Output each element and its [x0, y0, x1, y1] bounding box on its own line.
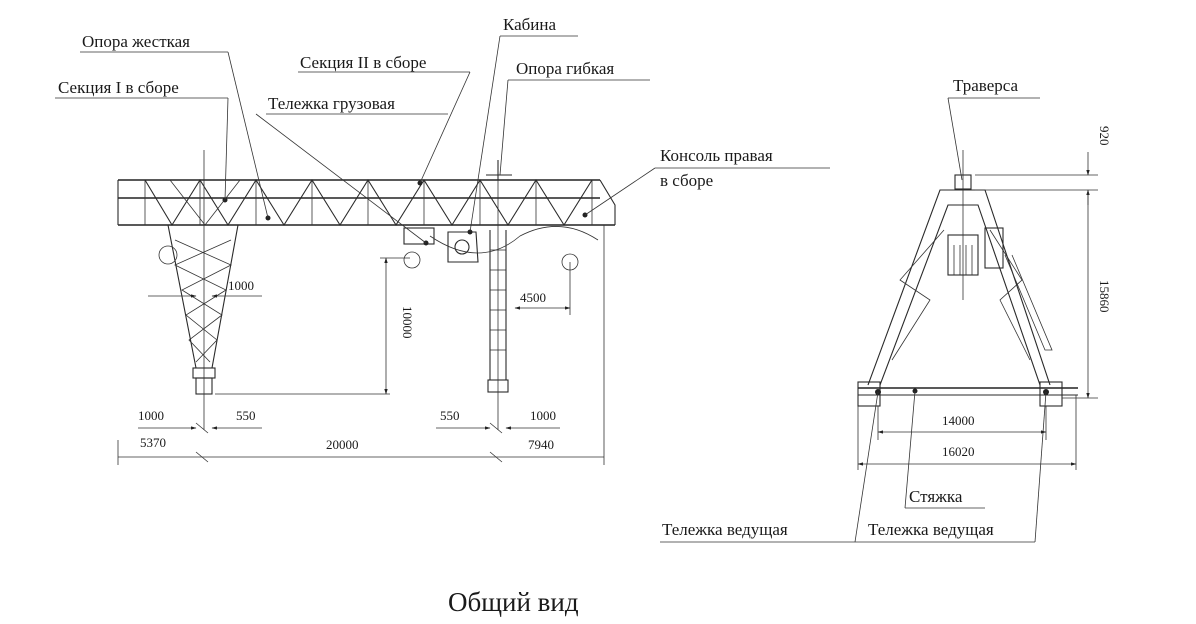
dim-1000-mid: 1000	[228, 278, 254, 293]
dim-4500: 4500	[520, 290, 546, 305]
dim-920: 920	[1097, 126, 1112, 146]
label-sekciya-2: Секция II в сборе	[300, 53, 426, 72]
side-dimensions	[857, 152, 1098, 470]
label-sekciya-1: Секция I в сборе	[58, 78, 179, 97]
label-telezhka-vedushchaya-left: Тележка ведущая	[662, 520, 788, 539]
label-telezhka-gruzovaya: Тележка грузовая	[268, 94, 395, 113]
dim-16020: 16020	[942, 444, 975, 459]
rigid-leg	[158, 150, 579, 430]
label-konsol-line1: Консоль правая	[660, 146, 773, 165]
dim-14000: 14000	[942, 413, 975, 428]
label-opora-zhestkaya: Опора жесткая	[82, 32, 190, 51]
dim-5370: 5370	[140, 435, 166, 450]
flexible-leg	[486, 160, 512, 430]
front-dimensions	[117, 225, 605, 465]
dim-1000-left: 1000	[138, 408, 164, 423]
label-telezhka-vedushchaya-right: Тележка ведущая	[868, 520, 994, 539]
label-styazhka: Стяжка	[909, 487, 963, 506]
dim-15860: 15860	[1097, 280, 1112, 313]
front-leaders	[55, 35, 830, 244]
label-konsol-line2: в сборе	[660, 171, 713, 190]
dim-1000-right: 1000	[530, 408, 556, 423]
side-view	[660, 97, 1098, 543]
label-opora-gibkaya: Опора гибкая	[516, 59, 614, 78]
main-girder	[117, 178, 616, 227]
side-leaders	[660, 97, 1047, 543]
front-view	[55, 35, 830, 465]
trolley-and-cabin	[403, 226, 599, 263]
dim-7940: 7940	[528, 437, 554, 452]
dim-10000: 10000	[400, 306, 415, 339]
label-traversa: Траверса	[953, 76, 1019, 95]
label-kabina: Кабина	[503, 15, 557, 34]
dim-550-left: 550	[236, 408, 256, 423]
dim-550-right: 550	[440, 408, 460, 423]
drawing-title: Общий вид	[448, 587, 579, 617]
dim-20000: 20000	[326, 437, 359, 452]
